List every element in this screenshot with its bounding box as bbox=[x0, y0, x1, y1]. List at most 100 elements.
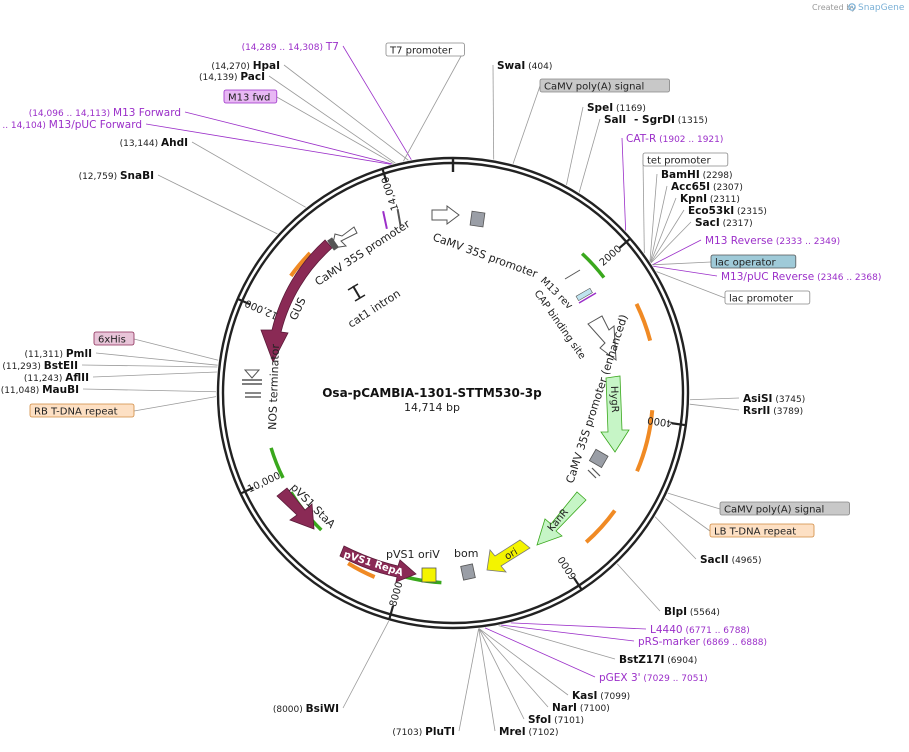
kasi-label: KasI (7099) bbox=[572, 690, 630, 702]
t7-marker bbox=[382, 210, 388, 230]
snapgene-logo-icon bbox=[848, 3, 856, 11]
kpni-label: KpnI (2311) bbox=[680, 193, 740, 205]
kanr-label: KanR bbox=[546, 507, 571, 534]
camv35s-left-arrow[interactable] bbox=[331, 226, 358, 249]
m13pur-label: M13/pUC Reverse (2346 .. 2368) bbox=[721, 271, 881, 283]
gus-arrow[interactable] bbox=[260, 239, 333, 363]
m13fwd-leader bbox=[276, 96, 394, 164]
tick-label-5: 12,000 bbox=[243, 297, 279, 321]
camv-polya-right-box bbox=[588, 448, 609, 469]
tick-mark-2 bbox=[573, 577, 583, 591]
aflii-label: (11,243) AflII bbox=[24, 372, 89, 384]
bom-label: bom bbox=[454, 547, 478, 560]
sfoi-label: SfoI (7101) bbox=[528, 714, 584, 726]
t7promoter-box bbox=[385, 42, 465, 57]
tetpromoter-box bbox=[642, 152, 729, 167]
camv35s-enh-arrow[interactable] bbox=[587, 315, 617, 362]
nos-terminator-icon bbox=[242, 369, 262, 398]
pvs1-oriv-label: pVS1 oriV bbox=[386, 548, 440, 561]
rsrii-label: RsrII (3789) bbox=[743, 405, 803, 417]
tick-mark-0 bbox=[618, 237, 631, 249]
paci-label: (14,139) PacI bbox=[199, 71, 265, 83]
ahdi-label: (13,144) AhdI bbox=[120, 137, 188, 149]
paci-leader bbox=[268, 75, 396, 164]
cat1-intron-icon bbox=[347, 283, 366, 302]
eco53ki-leader bbox=[650, 209, 685, 263]
tick-label-4: 10,000 bbox=[246, 470, 282, 495]
snabi-leader bbox=[157, 174, 278, 235]
blpi-label: BlpI (5564) bbox=[664, 606, 720, 618]
lacprom-leader bbox=[656, 271, 726, 299]
saci-label: SacI (2317) bbox=[695, 217, 753, 229]
kasi-leader bbox=[478, 628, 569, 696]
spei-label: SpeI (1169) bbox=[587, 102, 646, 114]
tick-label-0: 2000 bbox=[598, 244, 624, 269]
ahdi-leader bbox=[191, 141, 306, 208]
pmli-leader bbox=[95, 352, 218, 366]
snapgene-brand: SnapGene bbox=[858, 3, 905, 13]
nos-terminator-label: NOS terminator bbox=[266, 343, 282, 430]
camv35s-left-label: CaMV 35S promoter bbox=[313, 217, 413, 288]
l4440-label: L4440 (6771 .. 6788) bbox=[650, 624, 750, 636]
pvs1-repa-arrow[interactable] bbox=[339, 545, 417, 583]
pluti-label: (7103) PluTI bbox=[392, 726, 455, 738]
m13rev-label: M13 Reverse (2333 .. 2349) bbox=[705, 235, 840, 247]
camvpolya1-box bbox=[539, 78, 671, 93]
sali-label: SalI bbox=[604, 114, 626, 126]
bsteii-leader bbox=[81, 364, 218, 368]
pvs1-staa-arrow[interactable] bbox=[276, 487, 315, 530]
orange-arc-2 bbox=[584, 509, 617, 544]
pgex3-label: pGEX 3' (7029 .. 7051) bbox=[599, 672, 708, 684]
swai-leader bbox=[492, 64, 495, 160]
leader-lines bbox=[81, 45, 740, 732]
bstz17i-label: BstZ17I (6904) bbox=[619, 654, 697, 666]
hygr-arrow[interactable] bbox=[600, 375, 630, 453]
camvpolya1-label: CaMV poly(A) signal bbox=[544, 82, 644, 93]
t7promoter-leader bbox=[403, 49, 465, 162]
m13fwd-label: M13 fwd bbox=[228, 93, 270, 104]
bsiwi-leader bbox=[342, 620, 390, 709]
scale-ticks bbox=[237, 158, 686, 620]
lb-marker-1 bbox=[587, 469, 597, 479]
bom-box[interactable] bbox=[460, 563, 476, 581]
catr-label: CAT-R (1902 .. 1921) bbox=[626, 133, 723, 145]
tetpromoter-leader bbox=[642, 159, 645, 254]
pvs1-oriv-box[interactable] bbox=[421, 567, 437, 583]
tick-label-3: 8000 bbox=[388, 581, 405, 608]
cap-binding-icon bbox=[564, 269, 597, 304]
t7-leader bbox=[342, 45, 412, 160]
maubi-leader bbox=[82, 388, 217, 393]
rbtdna-box bbox=[29, 403, 135, 418]
m13f-leader bbox=[184, 111, 393, 165]
tick-label-6: 14,000 bbox=[380, 175, 401, 212]
blpi-leader bbox=[616, 563, 661, 612]
sacii-label: SacII (4965) bbox=[700, 554, 762, 566]
tick-mark-6 bbox=[381, 168, 388, 183]
sixhis-label: 6xHis bbox=[98, 335, 126, 346]
camvpolya2-label: CaMV poly(A) signal bbox=[724, 505, 824, 516]
created-by-text: Created by bbox=[812, 3, 856, 12]
t7-promoter-marker bbox=[396, 208, 402, 227]
lacop-box bbox=[710, 254, 797, 269]
m13puf-leader bbox=[145, 123, 391, 165]
camv35s-top-arrow[interactable] bbox=[431, 205, 460, 225]
camvpolya2-box bbox=[719, 501, 851, 516]
tick-mark-5 bbox=[237, 297, 251, 306]
m13rev-leader bbox=[652, 239, 702, 266]
pluti-leader bbox=[458, 628, 480, 732]
tick-mark-3 bbox=[388, 605, 395, 620]
green-arc-3 bbox=[269, 447, 285, 479]
acc65i-leader bbox=[650, 185, 668, 263]
mrei-leader bbox=[478, 628, 496, 732]
tick-label-2: 6000 bbox=[556, 554, 579, 581]
hygr-label: HygR bbox=[608, 386, 620, 413]
lbtdna-box bbox=[709, 523, 815, 538]
hpai-leader bbox=[283, 64, 409, 161]
bstz17i-leader bbox=[498, 625, 616, 660]
kanr-arrow[interactable] bbox=[536, 491, 587, 546]
kpni-leader bbox=[650, 197, 677, 263]
maubi-label: (11,048) MauBI bbox=[1, 384, 79, 396]
ori-arrow[interactable] bbox=[486, 539, 531, 573]
